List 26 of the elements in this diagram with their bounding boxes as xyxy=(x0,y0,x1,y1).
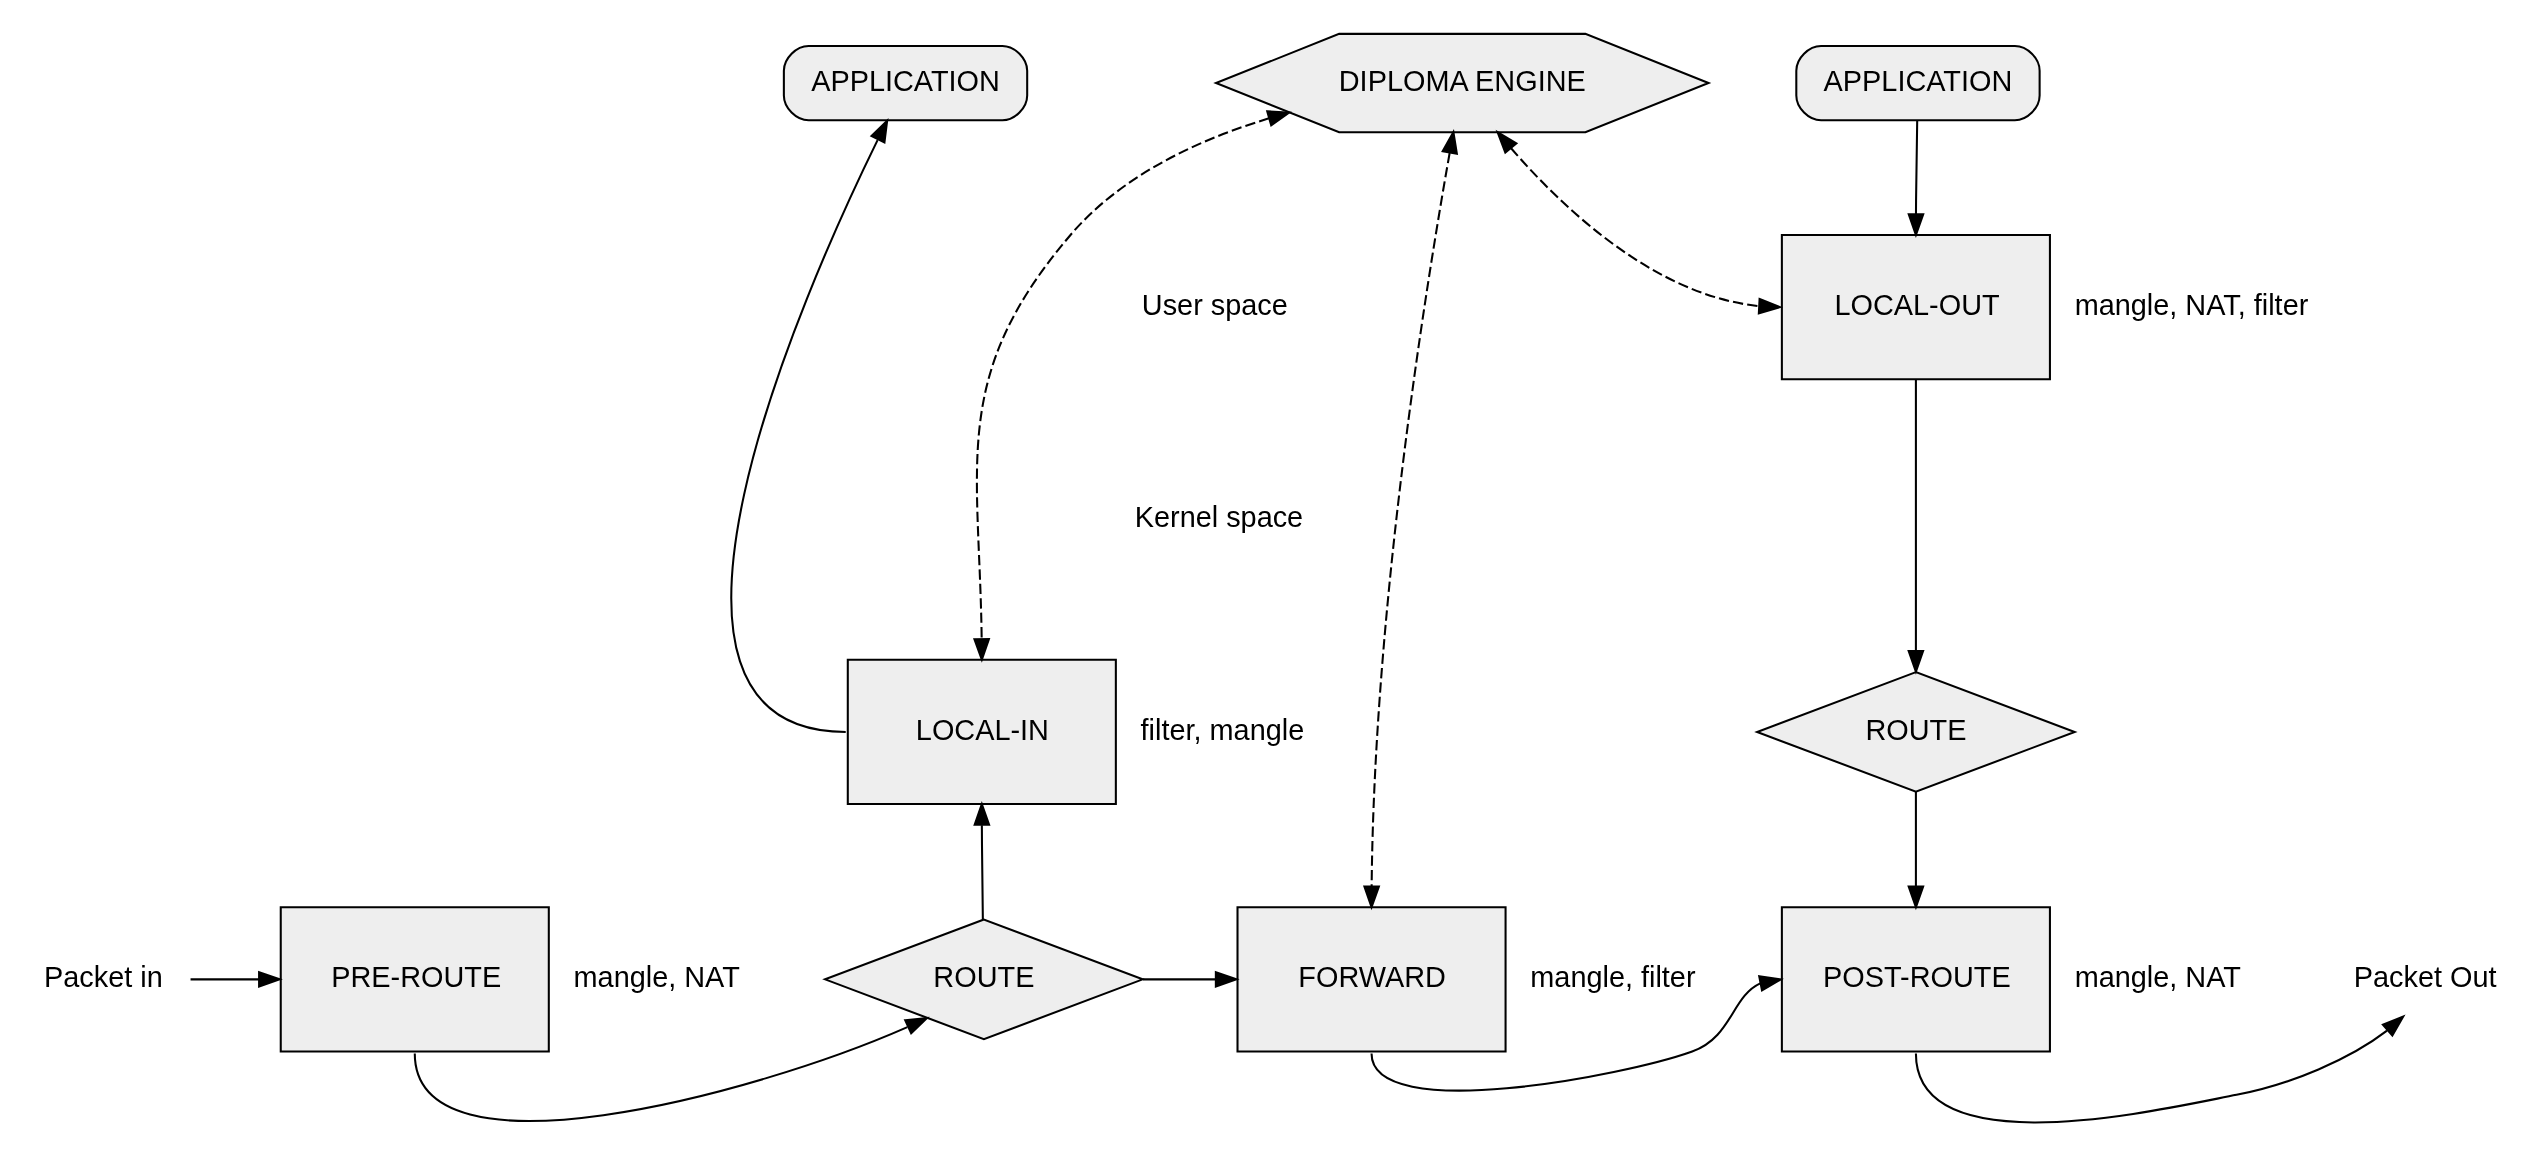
arrow xyxy=(413,1016,930,1122)
node-box: APPLICATION xyxy=(1795,44,2041,122)
node-label: mangle, NAT xyxy=(573,960,740,993)
arrow xyxy=(1143,970,1240,989)
arrow xyxy=(1495,129,1783,315)
node-diamond: ROUTE xyxy=(822,918,1146,1041)
node-text: Packet in xyxy=(44,960,163,993)
label: Kernel space xyxy=(1134,501,1304,534)
arrow xyxy=(973,110,1293,663)
arrow xyxy=(1907,791,1925,911)
arrow xyxy=(1370,975,1784,1092)
arrow xyxy=(1907,120,1925,239)
node-diamond: ROUTE xyxy=(1754,671,2078,793)
label: User space xyxy=(1141,288,1288,321)
node-label: mangle, filter xyxy=(1530,960,1696,993)
arrow xyxy=(1907,379,1925,675)
arrow xyxy=(190,970,283,989)
node-label: mangle, NAT, filter xyxy=(2074,288,2309,321)
arrow xyxy=(730,118,889,733)
node-label: mangle, NAT xyxy=(2074,960,2241,993)
node-box: APPLICATION xyxy=(782,44,1029,122)
arrow xyxy=(1914,1014,2406,1124)
node-label: filter, mangle xyxy=(1140,713,1305,746)
arrow xyxy=(1362,129,1459,911)
arrow xyxy=(973,800,991,920)
node-text: Packet Out xyxy=(2353,960,2497,993)
